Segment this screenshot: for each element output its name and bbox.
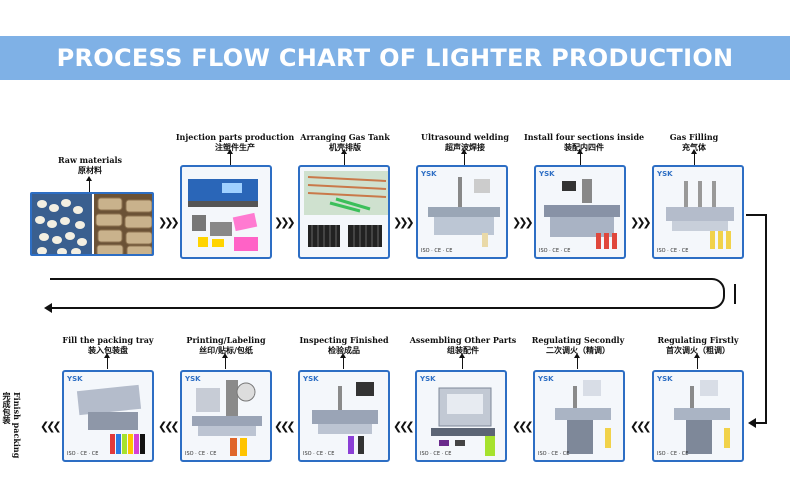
label-en: Raw materials <box>57 155 123 165</box>
brand-logo: YSK <box>539 170 555 178</box>
ultrasound-card: YSK ISO · CE · CE <box>416 165 508 259</box>
label-finish-packing-zh: 完成包装 <box>2 392 12 424</box>
cert-marks: ISO · CE · CE <box>303 451 335 457</box>
printing-card: YSK ISO · CE · CE <box>180 370 272 462</box>
label-zh: 组装配件 <box>447 345 479 355</box>
up-arrow <box>459 353 465 369</box>
label-en: Finish packing <box>12 392 22 459</box>
regulating-firstly-card: YSK ISO · CE · CE <box>652 370 744 462</box>
label-packing-tray: Fill the packing tray 装入包装盘 <box>60 335 156 355</box>
cert-marks: ISO · CE · CE <box>420 451 452 457</box>
label-zh: 超声波焊接 <box>445 142 485 152</box>
cert-marks: ISO · CE · CE <box>538 451 570 457</box>
up-arrow <box>691 149 697 165</box>
injection-machine-card <box>180 165 272 259</box>
flow-arrow: ❯❯❯ <box>512 216 534 229</box>
label-regulating-secondly: Regulating Secondly 二次调火（精调） <box>530 335 626 355</box>
cert-marks: ISO · CE · CE <box>539 248 571 254</box>
up-arrow <box>340 353 346 369</box>
label-en: Printing/Labeling <box>186 335 266 345</box>
brand-logo: YSK <box>303 375 319 383</box>
packing-tray-card: YSK ISO · CE · CE <box>62 370 154 462</box>
label-en: Assembling Other Parts <box>409 335 517 345</box>
gas-filling-card: YSK ISO · CE · CE <box>652 165 744 259</box>
up-arrow <box>222 353 228 369</box>
label-zh: 原材料 <box>78 165 102 175</box>
label-en: Ultrasound welding <box>420 132 510 142</box>
flow-arrow-left: ❮❮❮ <box>512 420 534 433</box>
cert-marks: ISO · CE · CE <box>421 248 453 254</box>
brand-logo: YSK <box>67 375 83 383</box>
label-install: Install four sections inside 装配内四件 <box>524 132 644 152</box>
up-arrow <box>574 353 580 369</box>
label-zh: 完成包装 <box>2 392 12 424</box>
flow-arrow-left: ❮❮❮ <box>158 420 180 433</box>
up-arrow <box>694 353 700 369</box>
up-arrow <box>104 353 110 369</box>
label-zh: 装配内四件 <box>564 142 604 152</box>
label-en: Regulating Firstly <box>657 335 739 345</box>
label-zh: 丝印/贴标/包纸 <box>199 345 253 355</box>
page-title: PROCESS FLOW CHART OF LIGHTER PRODUCTION <box>56 44 734 72</box>
up-arrow <box>461 149 467 165</box>
flow-arrow: ❯❯❯ <box>393 216 415 229</box>
cert-marks: ISO · CE · CE <box>67 451 99 457</box>
flow-arrow-left: ❮❮❮ <box>393 420 415 433</box>
cert-marks: ISO · CE · CE <box>185 451 217 457</box>
flow-arrow-left: ❮❮❮ <box>274 420 296 433</box>
label-zh: 注塑件生产 <box>215 142 255 152</box>
label-ultrasound: Ultrasound welding 超声波焊接 <box>410 132 520 152</box>
assembling-card: YSK ISO · CE · CE <box>415 370 507 462</box>
label-finish-packing: Finish packing <box>12 392 22 458</box>
label-arranging: Arranging Gas Tank 机壳排版 <box>290 132 400 152</box>
brand-logo: YSK <box>420 375 436 383</box>
up-arrow <box>577 149 583 165</box>
brand-logo: YSK <box>657 375 673 383</box>
cert-marks: ISO · CE · CE <box>657 248 689 254</box>
label-assembling: Assembling Other Parts 组装配件 <box>408 335 518 355</box>
label-en: Inspecting Finished <box>299 335 389 345</box>
brand-logo: YSK <box>421 170 437 178</box>
brand-logo: YSK <box>185 375 201 383</box>
label-zh: 二次调火（精调） <box>546 345 610 355</box>
label-zh: 机壳排版 <box>329 142 361 152</box>
inspecting-card: YSK ISO · CE · CE <box>298 370 390 462</box>
flow-arrow: ❯❯❯ <box>630 216 652 229</box>
flow-arrow-left: ❮❮❮ <box>630 420 652 433</box>
label-regulating-firstly: Regulating Firstly 首次调火（粗调） <box>650 335 746 355</box>
flow-arrow-left: ❮❮❮ <box>40 420 62 433</box>
flow-arrow: ❯❯❯ <box>158 216 180 229</box>
cert-marks: ISO · CE · CE <box>657 451 689 457</box>
label-raw-materials: Raw materials 原材料 <box>40 155 140 175</box>
up-arrow <box>86 176 92 192</box>
label-zh: 装入包装盘 <box>88 345 128 355</box>
label-printing: Printing/Labeling 丝印/贴标/包纸 <box>178 335 274 355</box>
title-banner: PROCESS FLOW CHART OF LIGHTER PRODUCTION <box>0 36 790 80</box>
label-en: Gas Filling <box>669 132 719 142</box>
brand-logo: YSK <box>538 375 554 383</box>
raw-materials-photo <box>30 192 154 256</box>
label-en: Injection parts production <box>175 132 295 142</box>
brand-logo: YSK <box>657 170 673 178</box>
regulating-secondly-card: YSK ISO · CE · CE <box>533 370 625 462</box>
label-inspecting: Inspecting Finished 检验成品 <box>296 335 392 355</box>
label-en: Install four sections inside <box>524 132 645 142</box>
arranging-card <box>298 165 390 259</box>
up-arrow <box>227 149 233 165</box>
up-arrow <box>341 149 347 165</box>
label-en: Regulating Secondly <box>531 335 625 345</box>
label-gas-filling: Gas Filling 充气体 <box>654 132 734 152</box>
label-zh: 检验成品 <box>328 345 360 355</box>
flow-arrow: ❯❯❯ <box>274 216 296 229</box>
label-en: Arranging Gas Tank <box>300 132 390 142</box>
label-zh: 首次调火（粗调） <box>666 345 730 355</box>
label-zh: 充气体 <box>682 142 706 152</box>
label-en: Fill the packing tray <box>62 335 154 345</box>
install-card: YSK ISO · CE · CE <box>534 165 626 259</box>
label-injection: Injection parts production 注塑件生产 <box>170 132 300 152</box>
